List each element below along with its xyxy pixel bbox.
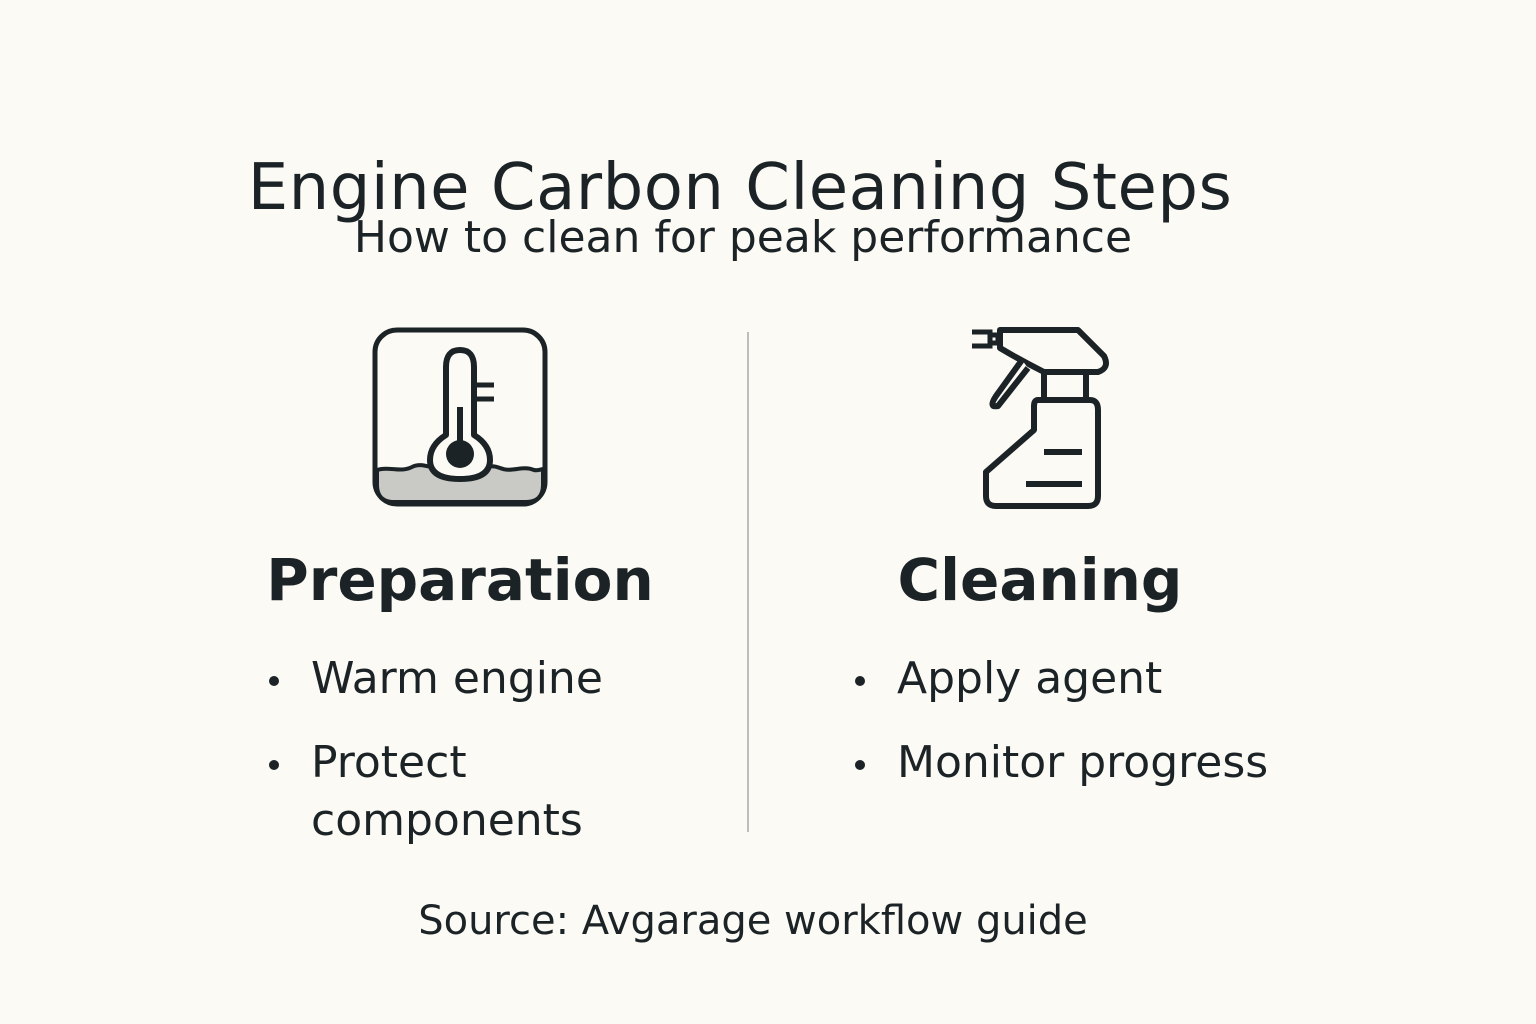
list-item: Monitor progress <box>849 734 1369 792</box>
list-item: Apply agent <box>849 650 1369 708</box>
preparation-title: Preparation <box>266 546 654 614</box>
cleaning-title: Cleaning <box>897 546 1183 614</box>
preparation-list: Warm engine Protect components <box>263 650 663 876</box>
list-item: Protect components <box>263 734 631 850</box>
source-caption: Source: Avgarage workflow guide <box>418 898 1088 944</box>
page-subtitle: How to clean for peak performance <box>353 212 1133 263</box>
page-title: Engine Carbon Cleaning Steps <box>247 150 1233 225</box>
spray-bottle-icon <box>972 327 1109 509</box>
thermometer-icon <box>372 327 548 507</box>
list-item: Warm engine <box>263 650 663 708</box>
column-divider <box>747 332 749 832</box>
cleaning-list: Apply agent Monitor progress <box>849 650 1369 818</box>
